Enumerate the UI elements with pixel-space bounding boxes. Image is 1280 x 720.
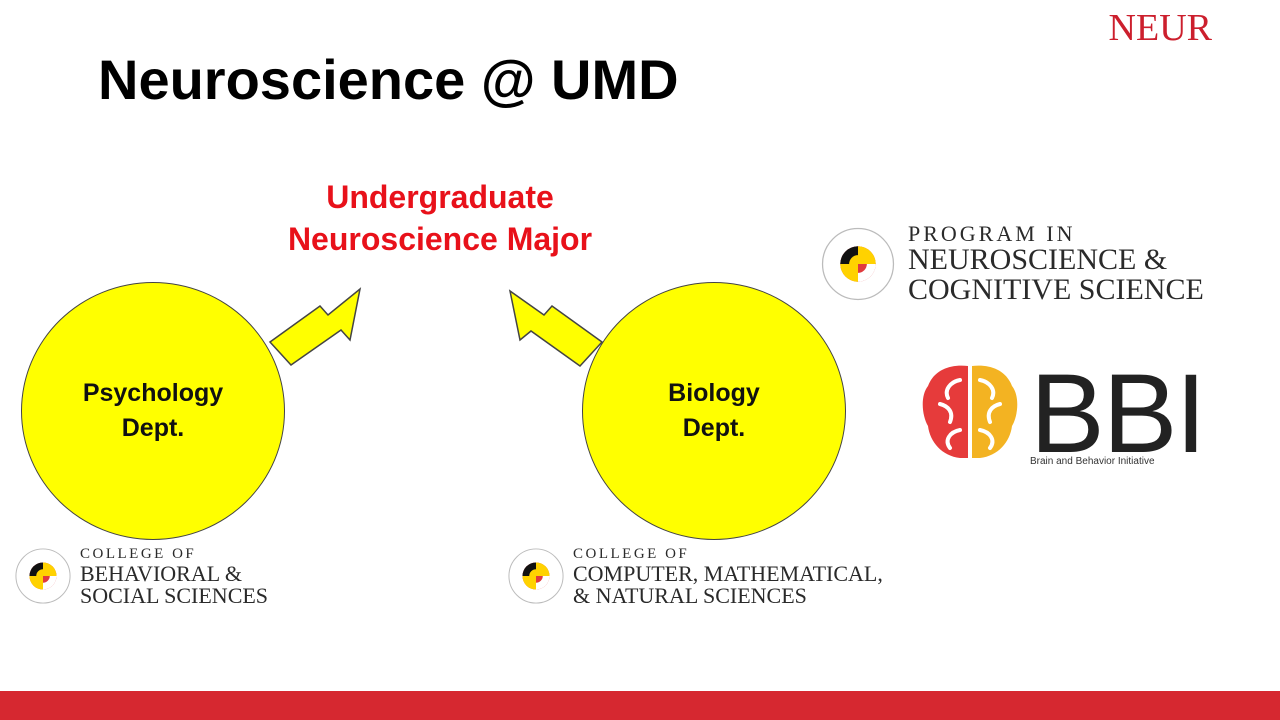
psychology-dept-circle: Psychology Dept. [21, 282, 285, 540]
cmns-line-2: COMPUTER, MATHEMATICAL, [573, 560, 883, 586]
arrow-up-right-icon [268, 287, 362, 366]
pnc-line-2: NEUROSCIENCE & [908, 243, 1168, 277]
slide-title: Neuroscience @ UMD [98, 48, 679, 111]
cmns-line-3: & NATURAL SCIENCES [573, 582, 807, 608]
cmns-logo: COLLEGE OF COMPUTER, MATHEMATICAL, & NAT… [507, 546, 883, 607]
biology-line-1: Biology [668, 379, 760, 407]
arrow-up-left-icon [508, 289, 604, 367]
umd-seal-icon [15, 548, 71, 604]
major-line-2: Neuroscience Major [287, 221, 593, 258]
bbi-wordmark: BBI [1030, 351, 1207, 476]
corner-brand-neur: NEUR [1108, 7, 1212, 49]
biology-dept-circle: Biology Dept. [582, 282, 846, 540]
bsos-logo: COLLEGE OF BEHAVIORAL & SOCIAL SCIENCES [14, 546, 268, 607]
pnc-line-1: PROGRAM IN [908, 221, 1076, 246]
cmns-line-1: COLLEGE OF [573, 546, 690, 562]
major-line-1: Undergraduate [326, 179, 554, 215]
bsos-line-2: BEHAVIORAL & [80, 560, 242, 586]
footer-bar [0, 691, 1280, 720]
psychology-line-1: Psychology [82, 379, 224, 407]
brain-icon [922, 365, 1018, 458]
umd-seal-icon [821, 227, 895, 300]
bsos-line-3: SOCIAL SCIENCES [80, 582, 269, 608]
umd-seal-icon [508, 548, 564, 604]
pnc-line-3: COGNITIVE SCIENCE [908, 273, 1204, 307]
bsos-line-1: COLLEGE OF [80, 546, 197, 562]
bbi-subtitle: Brain and Behavior Initiative [1030, 456, 1155, 467]
psychology-line-2: Dept. [121, 414, 185, 442]
major-heading: Undergraduate Neuroscience Major [240, 176, 640, 260]
biology-line-2: Dept. [682, 414, 746, 442]
pnc-logo: PROGRAM IN NEUROSCIENCE & COGNITIVE SCIE… [820, 222, 1204, 305]
